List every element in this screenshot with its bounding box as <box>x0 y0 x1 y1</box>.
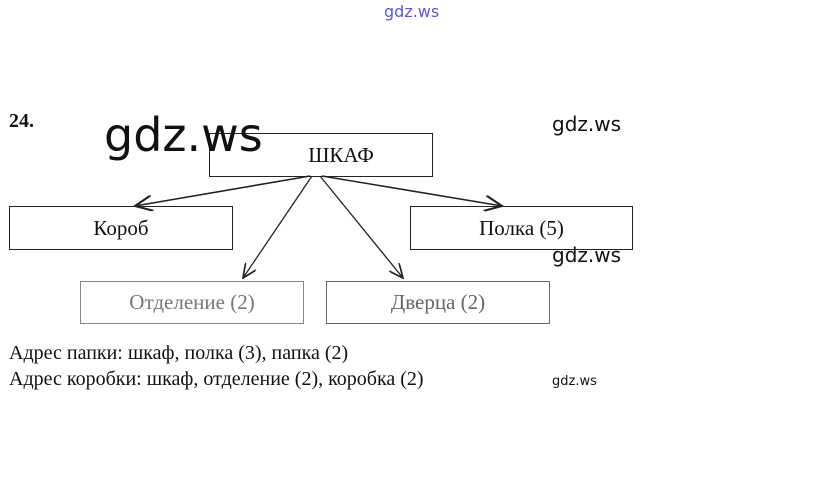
watermark-top: gdz.ws <box>384 2 440 21</box>
node-shelf: Полка (5) <box>410 206 633 250</box>
node-section: Отделение (2) <box>80 281 304 324</box>
node-shelf-label: Полка (5) <box>479 215 564 240</box>
node-section-label: Отделение (2) <box>129 290 255 314</box>
answer-line-2: Адрес коробки: шкаф, отделение (2), коро… <box>9 368 424 390</box>
node-root: ШКАФ <box>209 133 433 177</box>
watermark-right1: gdz.ws <box>552 112 622 136</box>
task-number: 24. <box>9 110 34 132</box>
node-box: Короб <box>9 206 233 250</box>
watermark-right2: gdz.ws <box>552 243 622 267</box>
node-root-label: ШКАФ <box>308 142 374 167</box>
arrow-to-shelf <box>321 175 502 206</box>
arrow-to-door <box>319 175 403 278</box>
node-box-label: Короб <box>93 215 149 240</box>
arrow-to-section <box>243 175 313 278</box>
arrow-to-box <box>135 175 311 206</box>
answer-line-1: Адрес папки: шкаф, полка (3), папка (2) <box>9 342 349 364</box>
watermark-large: gdz.ws <box>104 108 263 162</box>
watermark-small: gdz.ws <box>552 374 597 389</box>
node-door-label: Дверца (2) <box>390 290 486 314</box>
node-door: Дверца (2) <box>326 281 550 324</box>
